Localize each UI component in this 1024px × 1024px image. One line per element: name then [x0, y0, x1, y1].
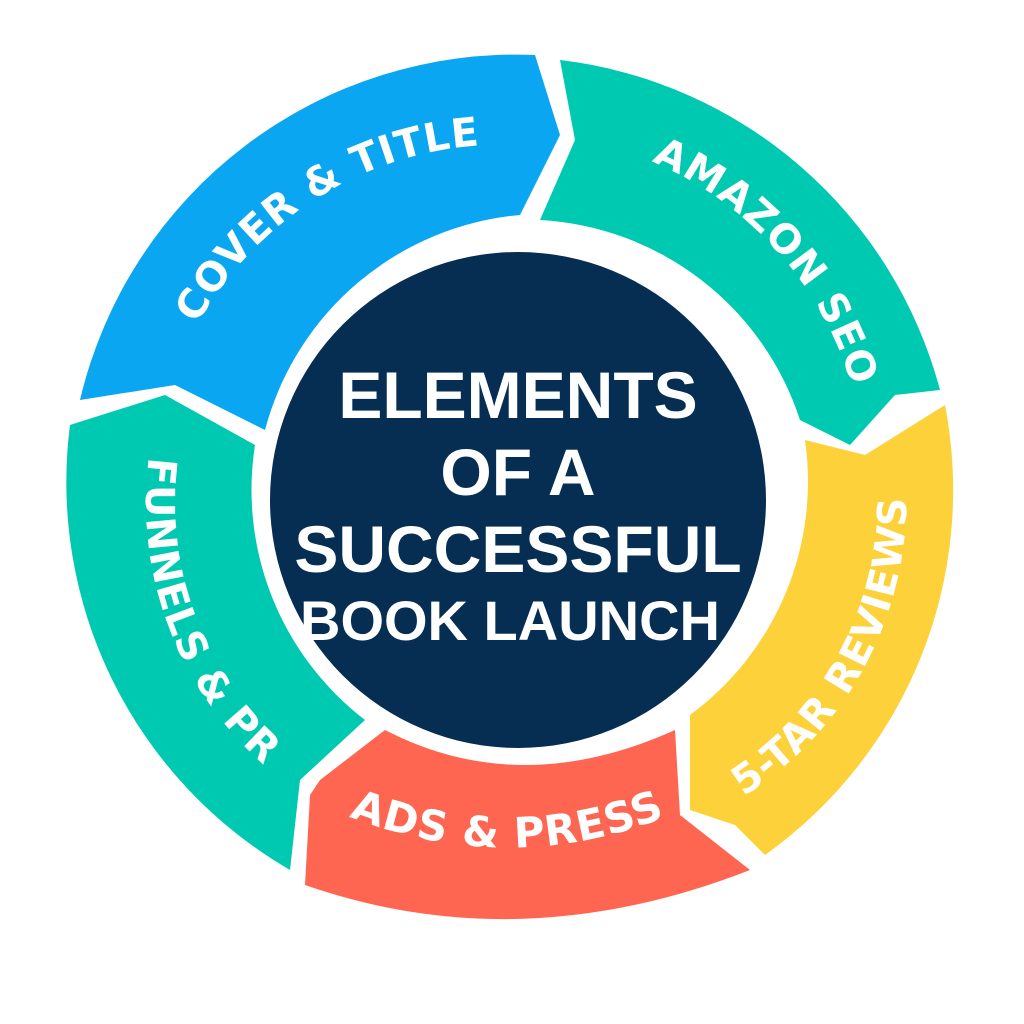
segment-shape [80, 54, 560, 430]
segment-funnels-and-pr: FUNNELS & PR [66, 395, 365, 870]
center-title-line-1: ELEMENTS [338, 358, 697, 432]
segment-shape [305, 730, 750, 920]
center-title-line-3: SUCCESSFUL [294, 512, 741, 586]
center-title: ELEMENTS OF A SUCCESSFUL BOOK LAUNCH [294, 358, 741, 652]
segment-shape [690, 405, 954, 855]
segment-shape [540, 60, 940, 445]
center-circle [270, 252, 766, 748]
center-title-line-2: OF A [440, 435, 595, 509]
segment-shape [66, 395, 365, 870]
segment-ads-and-press: ADS & PRESS [305, 730, 750, 920]
center-title-line-4: BOOK LAUNCH [300, 589, 720, 652]
